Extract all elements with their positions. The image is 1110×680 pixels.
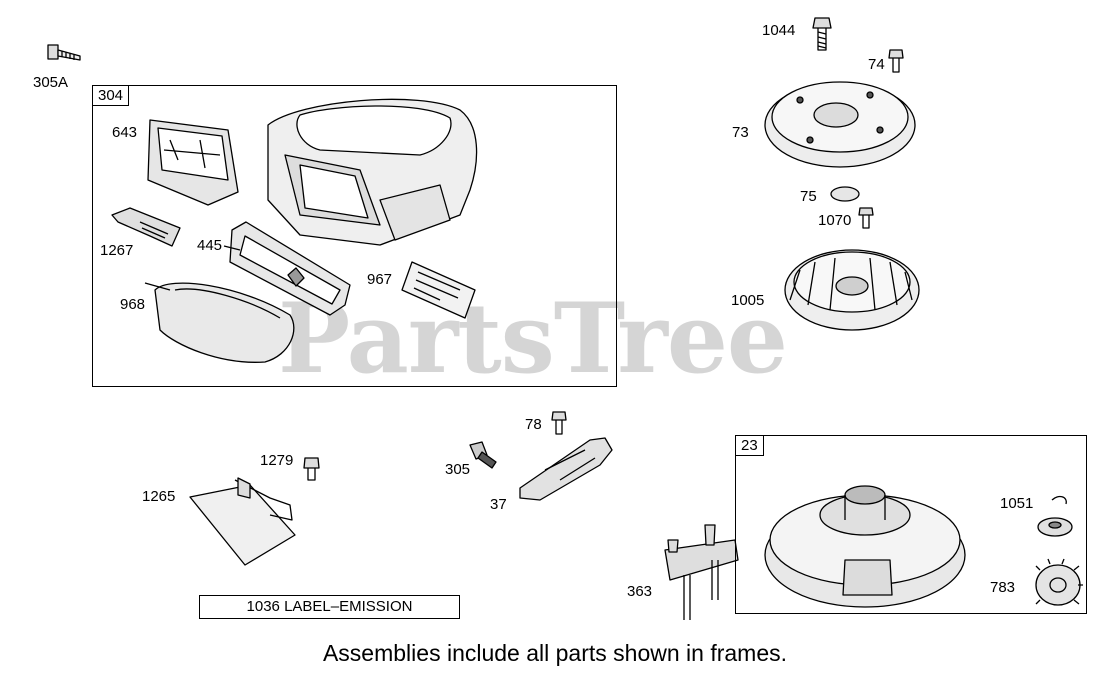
cover-73-drawing: [764, 81, 916, 168]
part-label-305a[interactable]: 305A: [33, 74, 69, 91]
part-label-74[interactable]: 74: [868, 56, 885, 73]
guard-968-drawing: [154, 282, 295, 363]
bracket-37-drawing: [519, 437, 613, 501]
part-label-75[interactable]: 75: [800, 188, 817, 205]
leader-lines: [144, 245, 241, 291]
plate-1265-drawing: [189, 477, 296, 566]
bolt-78-drawing: [551, 411, 567, 435]
bolt-1070-drawing: [858, 207, 874, 229]
part-label-305[interactable]: 305: [445, 461, 471, 478]
part-label-1005[interactable]: 1005: [731, 292, 765, 309]
fan-1005-drawing: [784, 249, 920, 331]
part-label-363[interactable]: 363: [627, 583, 653, 600]
part-label-445[interactable]: 445: [197, 237, 223, 254]
screen-445-drawing: [229, 221, 351, 316]
assembly-frame-304: 304: [92, 85, 617, 387]
flywheel-23-drawing: [764, 485, 966, 608]
washer-75-drawing: [830, 186, 860, 202]
part-label-1267[interactable]: 1267: [100, 242, 134, 259]
decal-967-drawing: [401, 261, 476, 319]
part-label-1044[interactable]: 1044: [762, 22, 796, 39]
bracket-643-drawing: [147, 119, 239, 206]
part-label-1265[interactable]: 1265: [142, 488, 176, 505]
bracket-363-drawing: [664, 524, 739, 620]
assemblies-caption: Assemblies include all parts shown in fr…: [322, 640, 788, 666]
nut-1051-drawing: [1037, 495, 1073, 537]
part-label-967[interactable]: 967: [367, 271, 393, 288]
part-label-643[interactable]: 643: [112, 124, 138, 141]
part-label-783[interactable]: 783: [990, 579, 1016, 596]
part-label-1051[interactable]: 1051: [1000, 495, 1034, 512]
bolt-1279-drawing: [303, 457, 320, 481]
gear-783-drawing: [1035, 558, 1083, 606]
part-label-78[interactable]: 78: [525, 416, 542, 433]
part-label-37[interactable]: 37: [490, 496, 507, 513]
part-label-1070[interactable]: 1070: [818, 212, 852, 229]
frame-tag-23: 23: [736, 436, 764, 456]
bolt-305a-drawing: [47, 44, 81, 61]
clip-1267-drawing: [111, 207, 181, 247]
frame-tag-304: 304: [93, 86, 130, 106]
part-label-73[interactable]: 73: [732, 124, 749, 141]
bolt-1044-drawing: [812, 17, 832, 51]
blower-housing-drawing: [267, 98, 478, 246]
stud-305-drawing: [469, 441, 497, 469]
partstree-watermark: PartsTree: [278, 282, 788, 395]
part-label-1279[interactable]: 1279: [260, 452, 294, 469]
assembly-frame-23: 23: [735, 435, 1087, 614]
bolt-74-drawing: [888, 49, 904, 73]
emission-label-box[interactable]: 1036 LABEL–EMISSION: [199, 595, 460, 619]
part-label-968[interactable]: 968: [120, 296, 146, 313]
